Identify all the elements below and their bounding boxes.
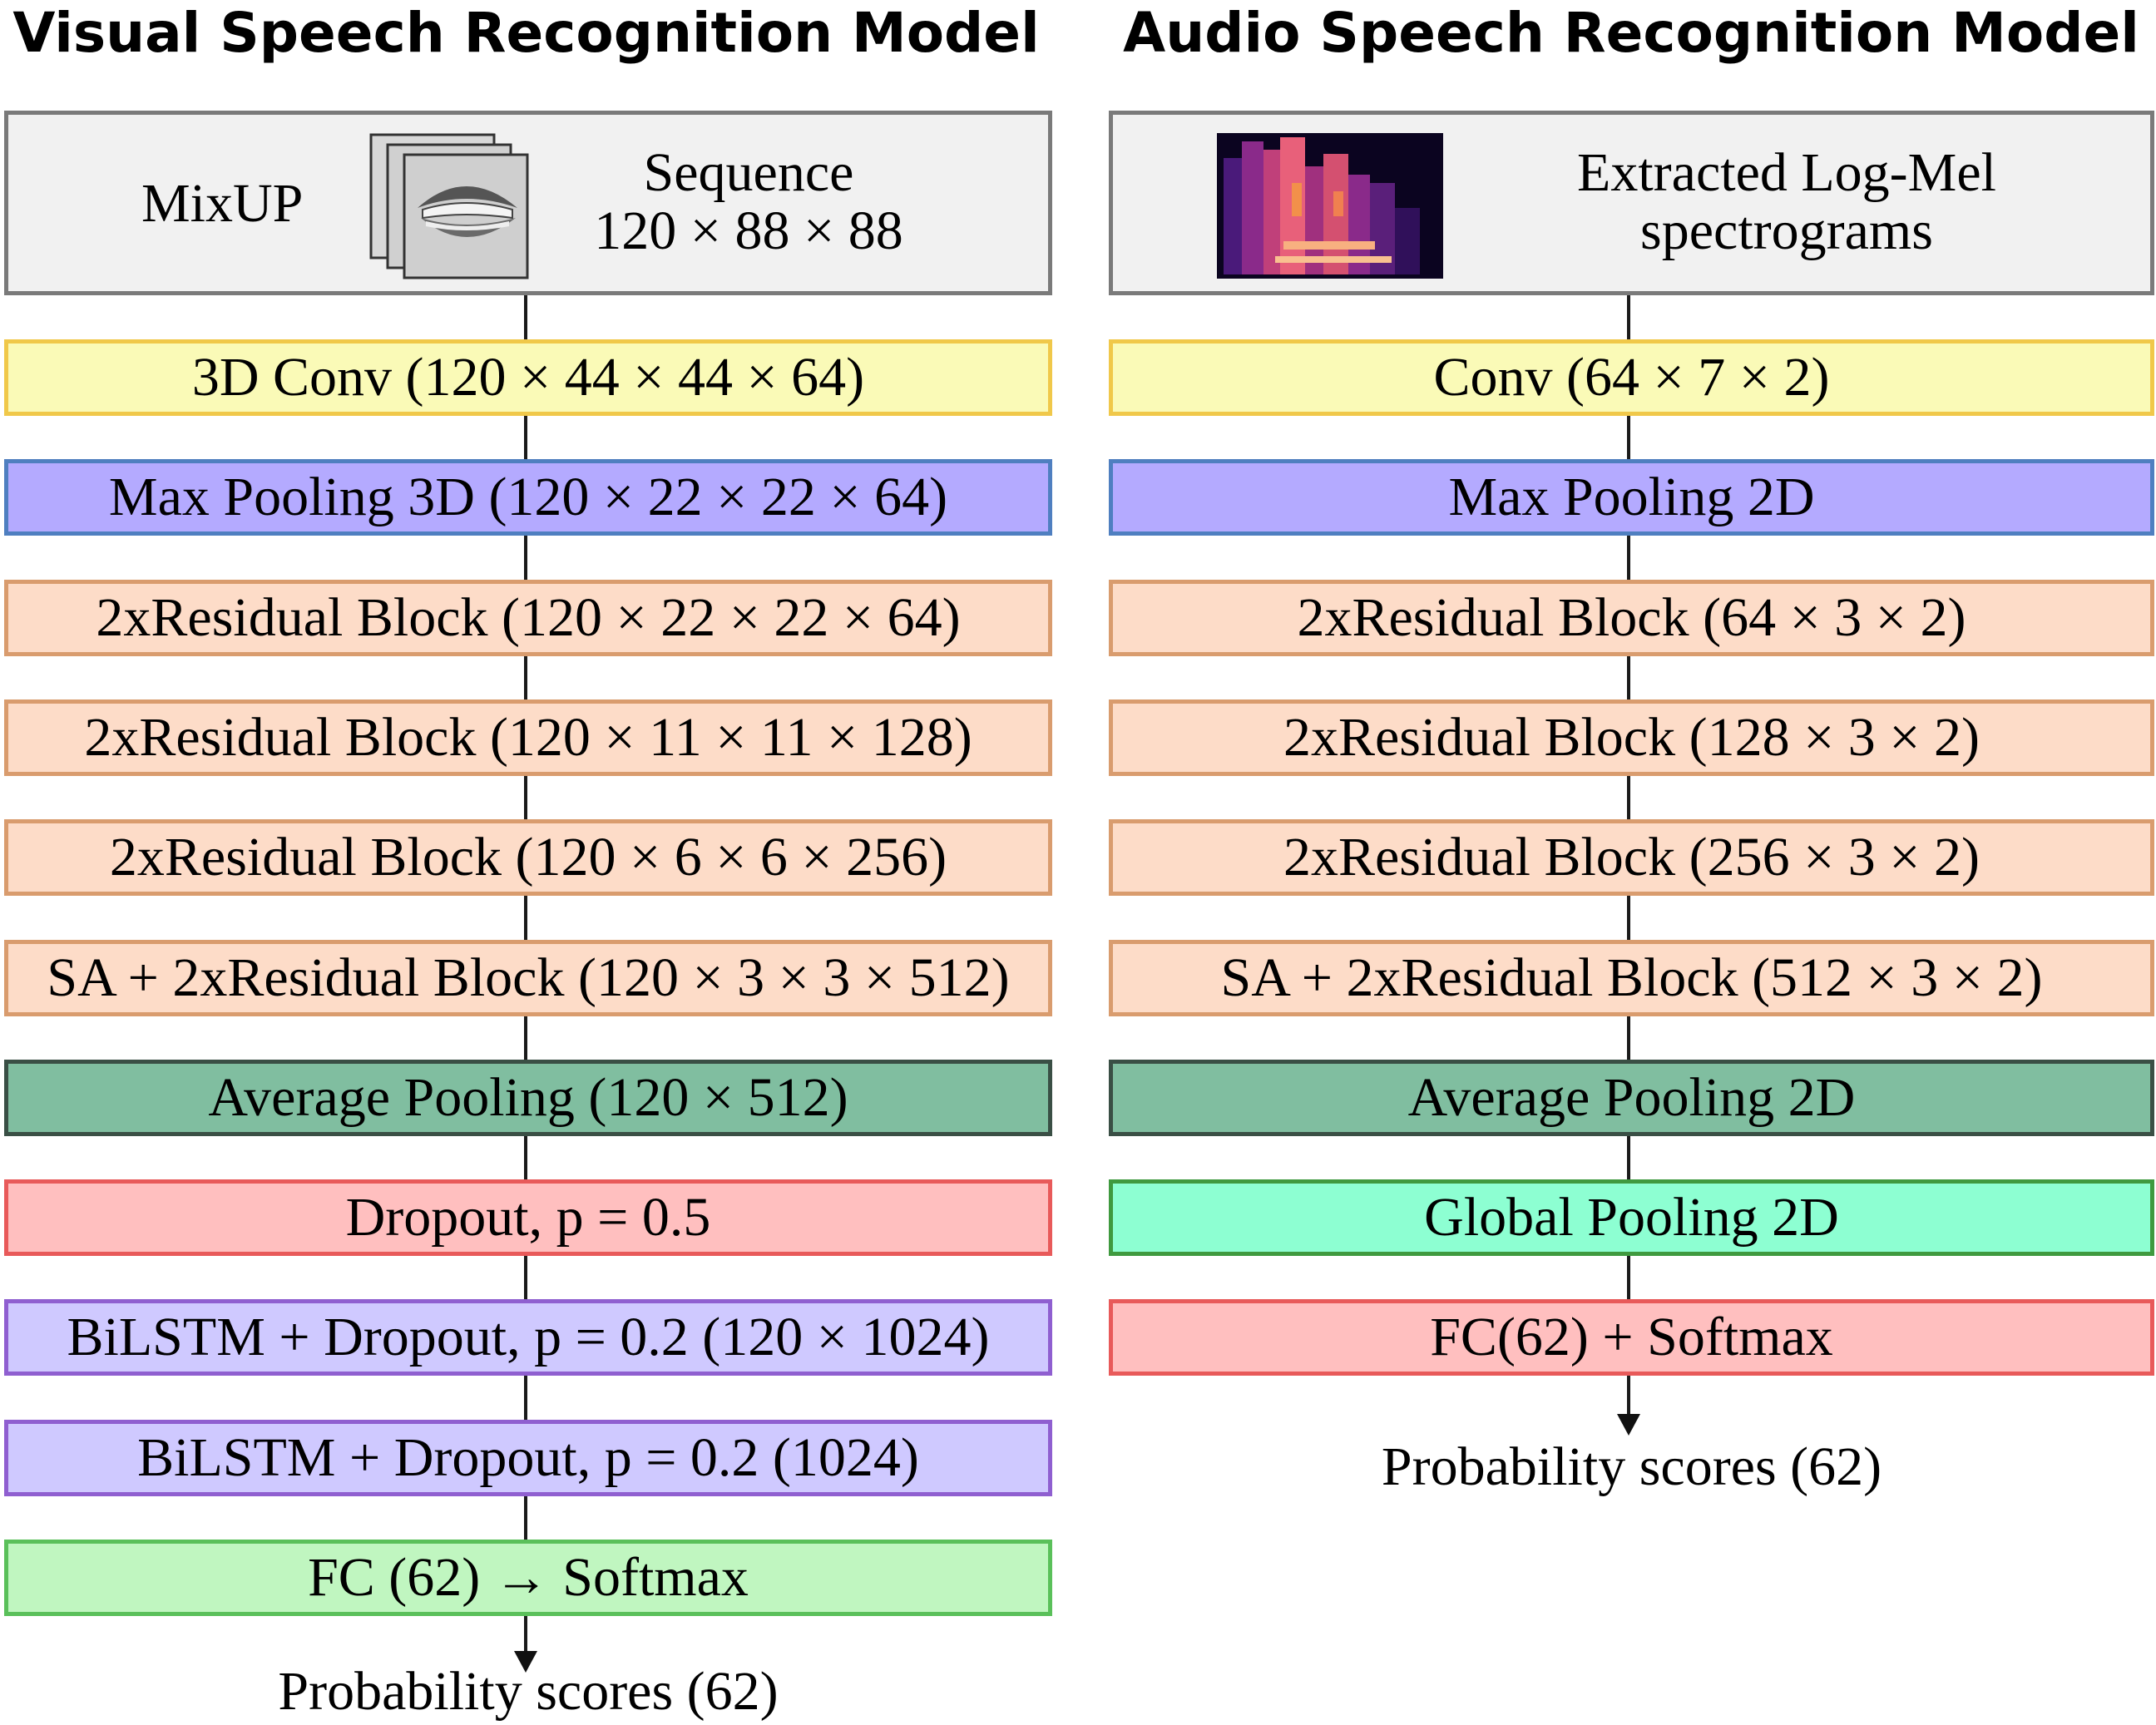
mixup-label: MixUP — [141, 173, 304, 234]
audio-block-3: 2xResidual Block (64 × 3 × 2) — [1109, 580, 2154, 656]
spectrogram-icon — [1217, 133, 1443, 279]
logmel-label-line1: Extracted Log-Mel — [1577, 142, 1996, 203]
visual-block-9: BiLSTM + Dropout, p = 0.2 (120 × 1024) — [4, 1299, 1052, 1376]
visual-output-label: Probability scores (62) — [278, 1661, 779, 1722]
audio-model-title: Audio Speech Recognition Model — [1123, 1, 2139, 65]
audio-block-5: 2xResidual Block (256 × 3 × 2) — [1109, 819, 2154, 896]
audio-block-7: Average Pooling 2D — [1109, 1060, 2154, 1136]
visual-block-3: 2xResidual Block (120 × 22 × 22 × 64) — [4, 580, 1052, 656]
visual-model-title: Visual Speech Recognition Model — [12, 1, 1040, 65]
audio-output-arrow — [1617, 1414, 1640, 1436]
sequence-label-line2: 120 × 88 × 88 — [594, 200, 903, 261]
visual-block-7: Average Pooling (120 × 512) — [4, 1060, 1052, 1136]
visual-block-4: 2xResidual Block (120 × 11 × 11 × 128) — [4, 699, 1052, 776]
visual-block-6: SA + 2xResidual Block (120 × 3 × 3 × 512… — [4, 940, 1052, 1016]
visual-block-1: 3D Conv (120 × 44 × 44 × 64) — [4, 339, 1052, 416]
audio-block-1: Conv (64 × 7 × 2) — [1109, 339, 2154, 416]
visual-input-box: MixUP Sequence 120 × 88 × 88 — [4, 111, 1052, 295]
audio-block-8: Global Pooling 2D — [1109, 1179, 2154, 1256]
visual-output-arrow — [514, 1651, 537, 1673]
visual-block-2: Max Pooling 3D (120 × 22 × 22 × 64) — [4, 459, 1052, 536]
audio-input-box: Extracted Log-Mel spectrograms — [1109, 111, 2154, 295]
visual-block-8: Dropout, p = 0.5 — [4, 1179, 1052, 1256]
mouth-frames-icon — [366, 131, 532, 281]
audio-block-9: FC(62) + Softmax — [1109, 1299, 2154, 1376]
audio-block-2: Max Pooling 2D — [1109, 459, 2154, 536]
sequence-label-line1: Sequence — [643, 142, 854, 203]
visual-block-11: FC (62) → Softmax — [4, 1540, 1052, 1616]
audio-output-label: Probability scores (62) — [1381, 1436, 1882, 1497]
audio-block-6: SA + 2xResidual Block (512 × 3 × 2) — [1109, 940, 2154, 1016]
audio-block-4: 2xResidual Block (128 × 3 × 2) — [1109, 699, 2154, 776]
visual-block-10: BiLSTM + Dropout, p = 0.2 (1024) — [4, 1420, 1052, 1496]
logmel-label-line2: spectrograms — [1640, 200, 1933, 261]
visual-block-5: 2xResidual Block (120 × 6 × 6 × 256) — [4, 819, 1052, 896]
